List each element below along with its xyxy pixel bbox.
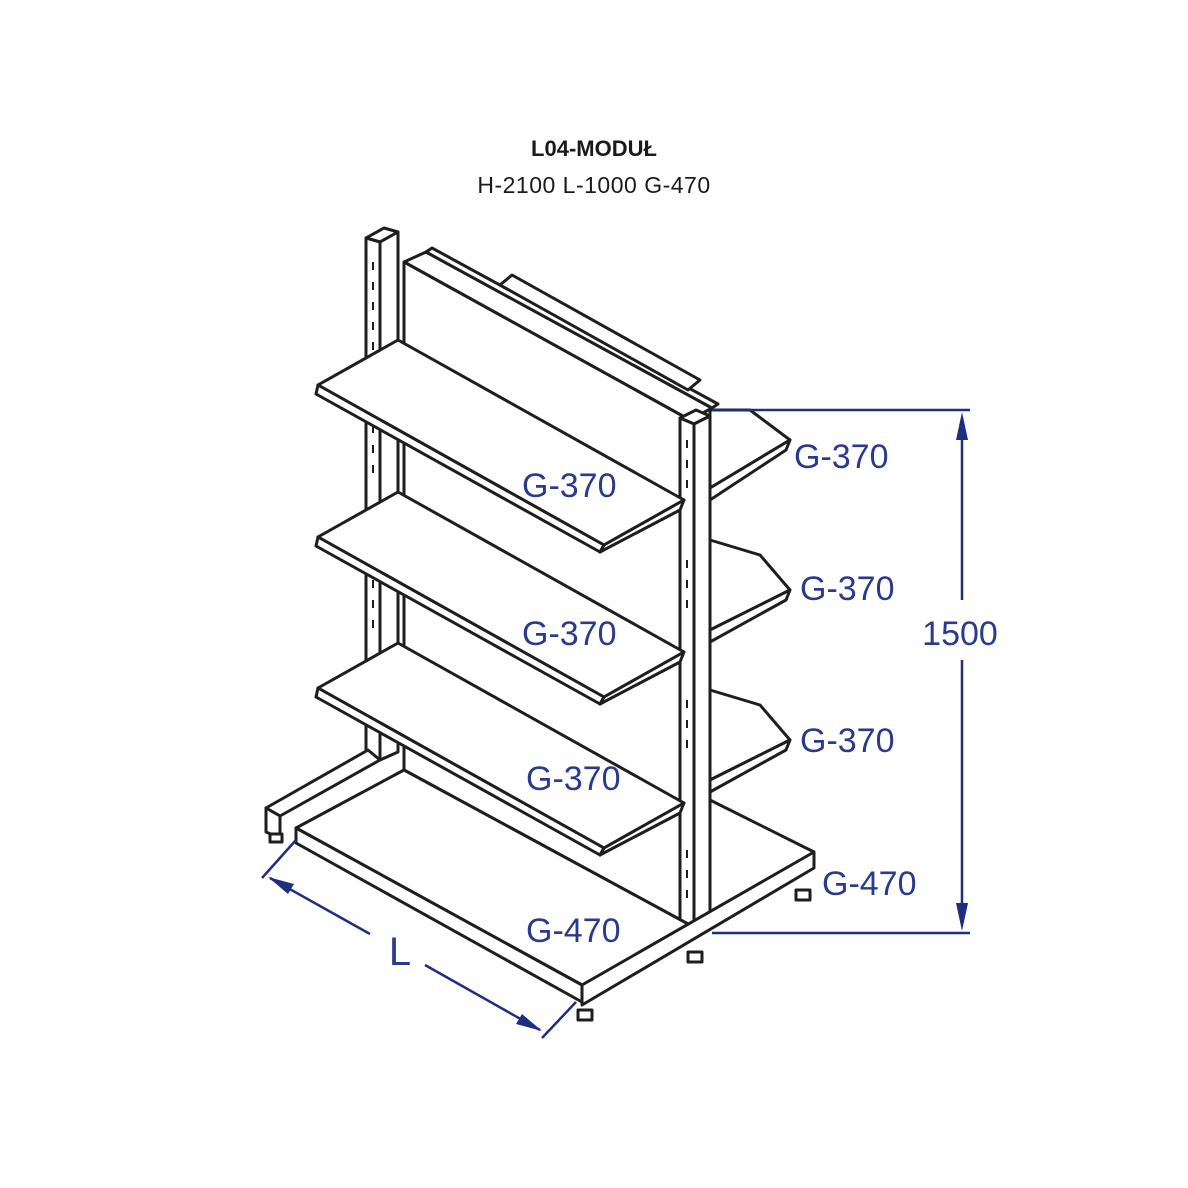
height-dimension bbox=[712, 408, 970, 935]
front-shelf-1 bbox=[314, 338, 686, 554]
front-right-upright bbox=[678, 408, 712, 932]
drawing-title: L04-MODUŁ bbox=[531, 136, 657, 161]
back-shelf-3 bbox=[708, 688, 792, 794]
back-shelf-3-label: G-370 bbox=[800, 722, 895, 760]
front-shelf-3-label: G-370 bbox=[526, 760, 621, 798]
back-shelf-2 bbox=[708, 538, 792, 644]
base-back-label: G-470 bbox=[822, 865, 917, 903]
front-shelf-2-label: G-370 bbox=[522, 615, 617, 653]
base-front-label: G-470 bbox=[526, 912, 621, 950]
front-shelf-3 bbox=[314, 641, 686, 857]
front-shelf-2 bbox=[314, 490, 686, 706]
base bbox=[264, 748, 816, 1022]
back-shelf-2-label: G-370 bbox=[800, 570, 895, 608]
length-label: L bbox=[389, 930, 411, 974]
height-label: 1500 bbox=[922, 615, 998, 653]
back-shelf-1 bbox=[708, 408, 792, 502]
drawing-subtitle: H-2100 L-1000 G-470 bbox=[477, 172, 711, 198]
back-shelf-1-label: G-370 bbox=[794, 438, 889, 476]
front-shelf-1-label: G-370 bbox=[522, 467, 617, 505]
length-dimension bbox=[261, 839, 577, 1039]
